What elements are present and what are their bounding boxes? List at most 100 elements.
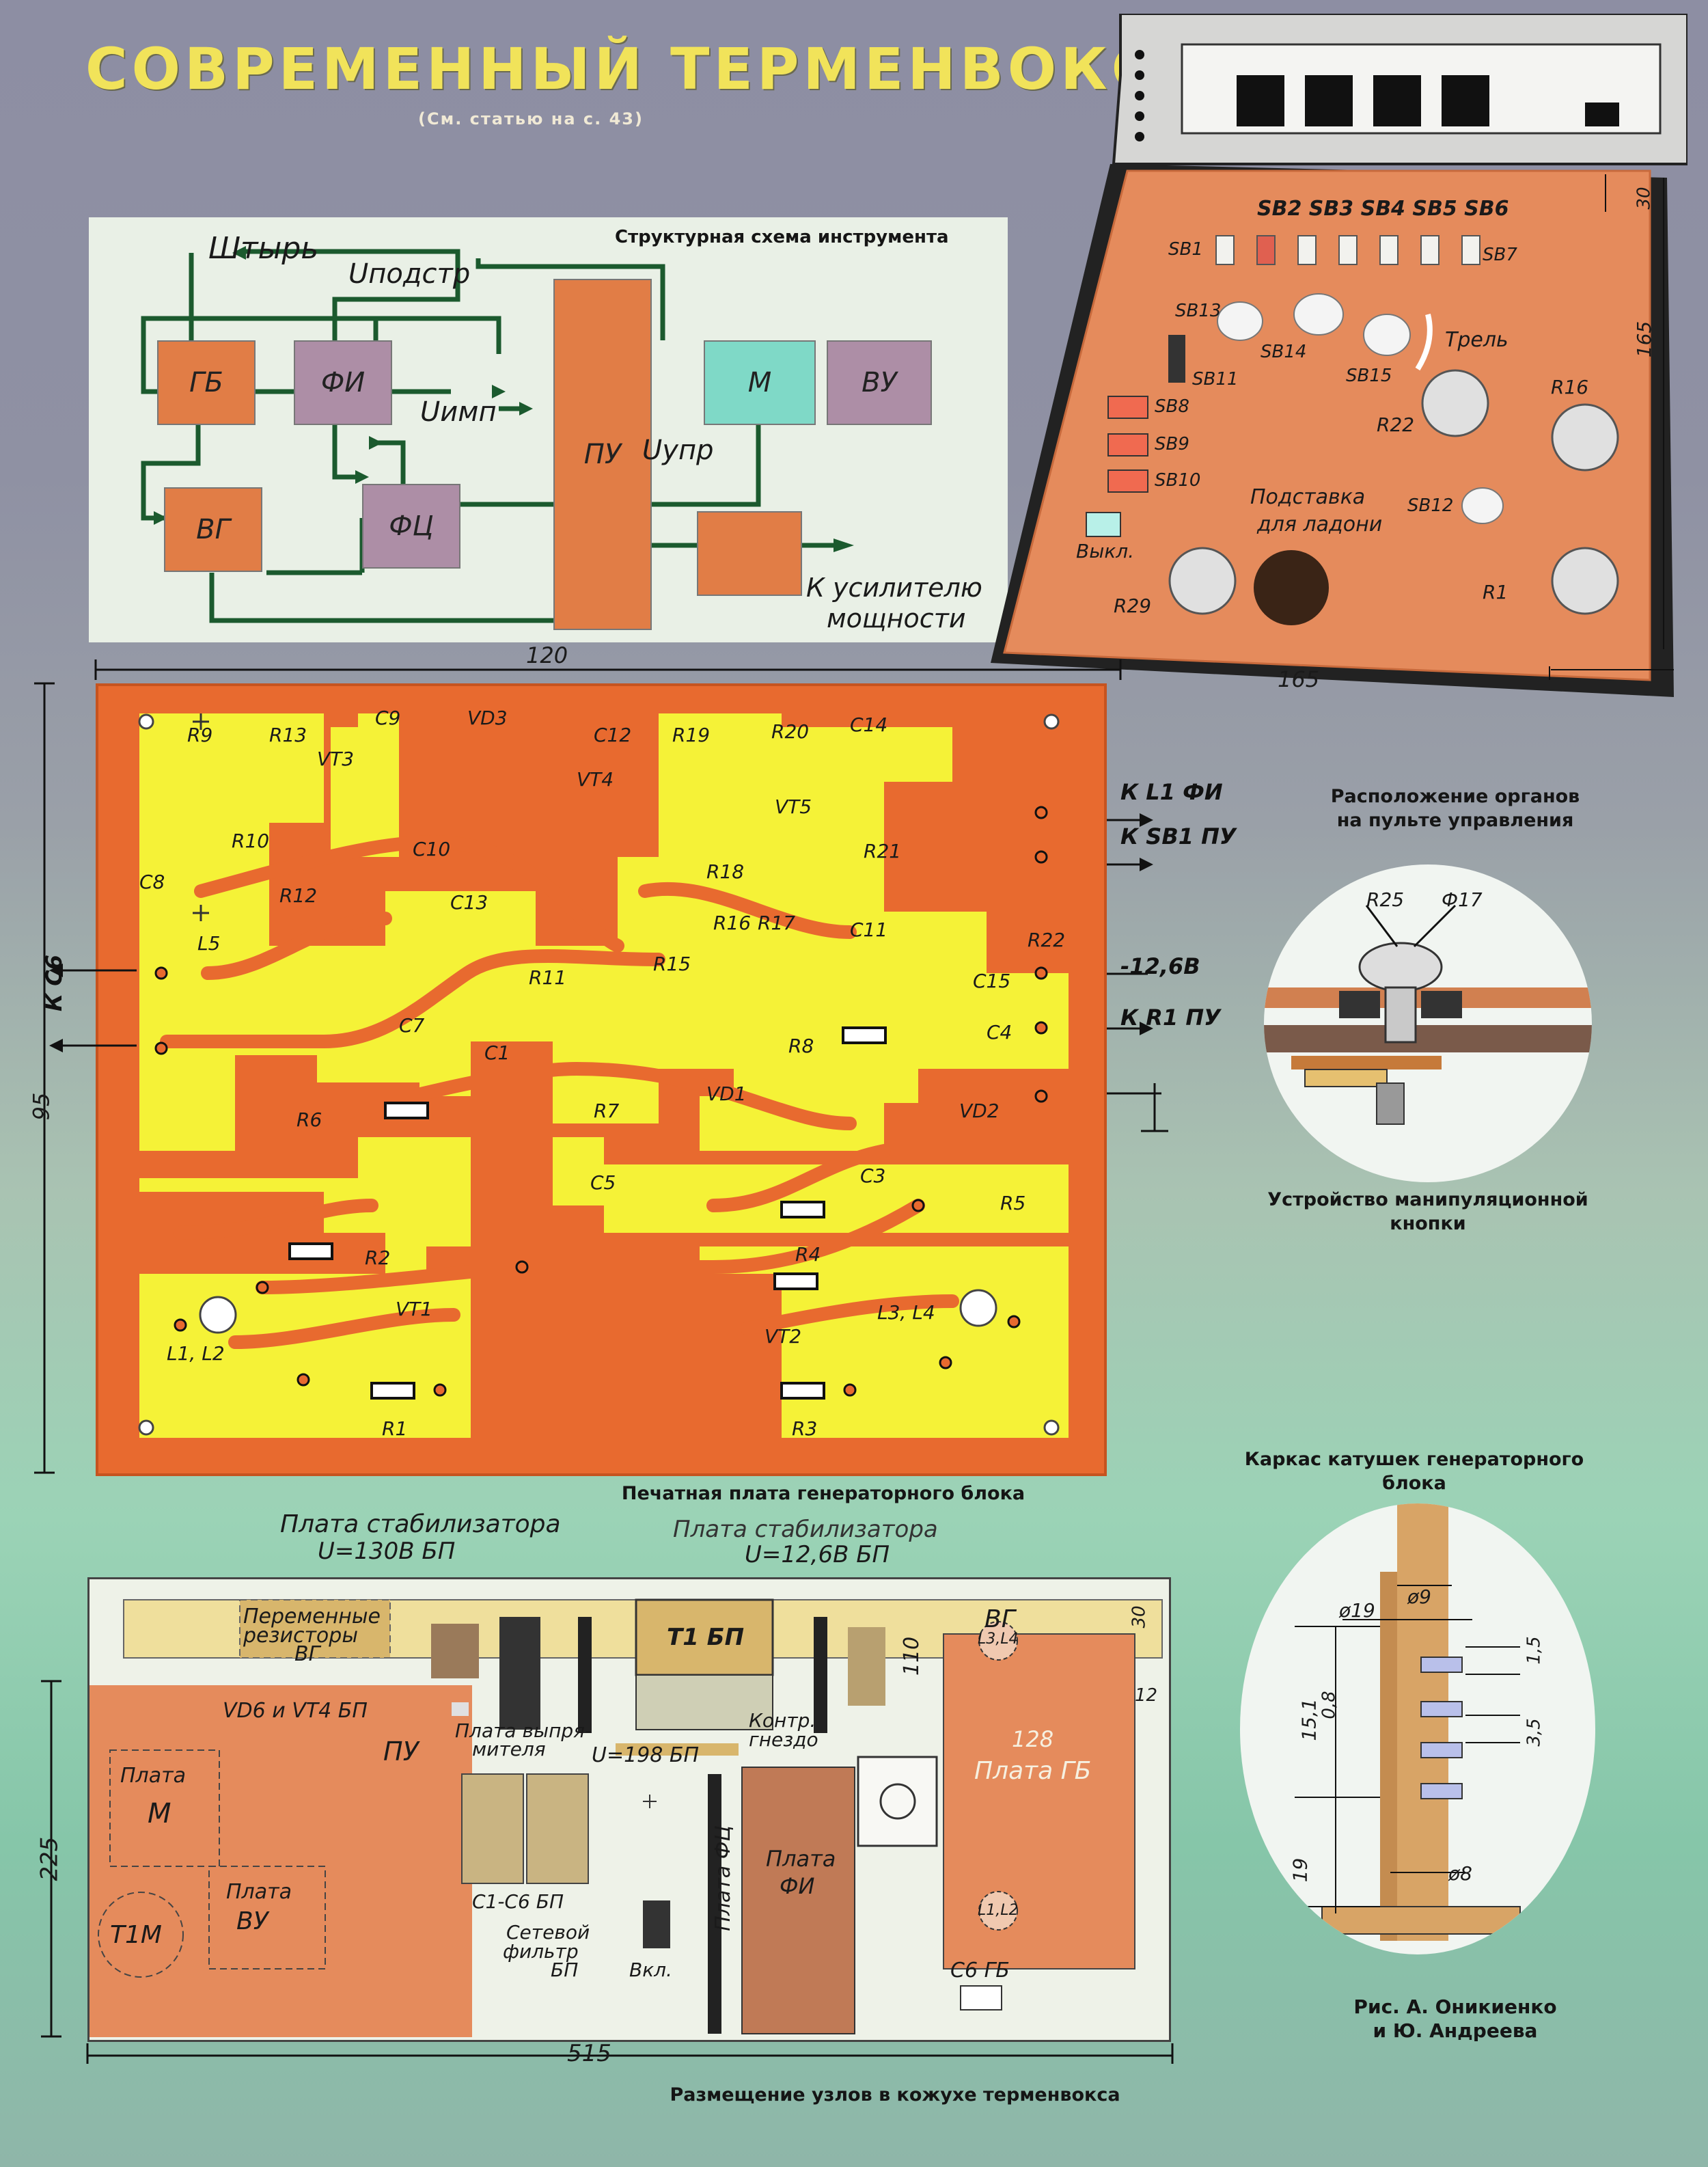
layout-board-vu-2: ВУ xyxy=(236,1907,268,1935)
layout-t1m: Т1М xyxy=(110,1921,162,1949)
pcb-part-label: C1 xyxy=(484,1041,510,1064)
layout-var-res-1: Переменные xyxy=(243,1605,381,1628)
layout-rect-1: Плата выпря- xyxy=(455,1719,592,1742)
pcb-part-label: R2 xyxy=(365,1246,391,1269)
label-sb7: SB7 xyxy=(1483,245,1517,265)
label-sb11: SB11 xyxy=(1192,369,1239,390)
layout-stab-126-1: Плата стабилизатора xyxy=(673,1516,938,1543)
label-sb12: SB12 xyxy=(1407,495,1454,516)
pcb-part-label: VT3 xyxy=(317,748,355,770)
layout-l3l4: L3,L4 xyxy=(978,1631,1019,1648)
block-pu: ПУ xyxy=(553,279,652,630)
layout-test-2: гнездо xyxy=(749,1728,818,1751)
console-caption-1: Расположение органов xyxy=(1330,786,1580,807)
layout-board-m-2: М xyxy=(148,1798,171,1829)
layout-c6gb: С6 ГБ xyxy=(950,1959,1010,1982)
label-sb9: SB9 xyxy=(1155,434,1189,454)
block-pu-label: ПУ xyxy=(583,439,622,470)
pcb-part-label: VT1 xyxy=(396,1298,433,1320)
credits-line-1: Рис. А. Оникиенко xyxy=(1353,1995,1557,2018)
dim-console-165-v: 165 xyxy=(1633,321,1656,358)
layout-filter-3: БП xyxy=(551,1959,579,1981)
coil-dim-0-8: 0,8 xyxy=(1319,1691,1340,1719)
button-detail-d17: Ф17 xyxy=(1442,888,1483,911)
pcb-part-label: VD2 xyxy=(959,1100,1000,1122)
pcb-part-label: VD1 xyxy=(706,1082,747,1105)
dim-console-165-h: 165 xyxy=(1278,666,1320,692)
pcb-artwork xyxy=(138,713,1069,1465)
pcb-part-label: R9 xyxy=(187,724,213,746)
layout-t1: Т1 БП xyxy=(667,1624,745,1651)
layout-stab-130-2: U=130В БП xyxy=(318,1538,456,1565)
layout-board-vu-1: Плата xyxy=(226,1880,292,1904)
layout-switch: Вкл. xyxy=(629,1959,672,1981)
pcb-part-label: R1 xyxy=(382,1417,408,1440)
block-fc: ФЦ xyxy=(362,484,460,569)
block-vg: ВГ xyxy=(164,487,262,572)
coil-dim-1-5: 1,5 xyxy=(1524,1636,1545,1665)
pcb-part-label: C10 xyxy=(413,838,451,860)
layout-stab-130-1: Плата стабилизатора xyxy=(280,1510,561,1538)
layout-dimension-lines xyxy=(41,1680,1174,2064)
connector-sb1-pu: К SB1 ПУ xyxy=(1120,823,1237,849)
layout-vg: ВГ xyxy=(984,1605,1015,1633)
block-m: М xyxy=(704,340,816,425)
block-diagram-caption: Структурная схема инструмента xyxy=(615,227,949,247)
pcb-part-label: VD3 xyxy=(467,707,508,729)
coil-detail-drawing xyxy=(1295,1503,1521,1941)
layout-var-res-2: резисторы xyxy=(243,1624,359,1648)
layout-drawing xyxy=(89,1598,1163,2037)
coil-dim-d8: ø8 xyxy=(1448,1862,1472,1885)
label-r16: R16 xyxy=(1551,376,1589,398)
pcb-part-label: R18 xyxy=(706,860,745,883)
signal-to-amp-2: мощности xyxy=(827,603,966,633)
label-r22: R22 xyxy=(1377,413,1415,436)
layout-caption: Размещение узлов в кожухе терменвокса xyxy=(670,2084,1120,2105)
button-detail-r25: R25 xyxy=(1366,888,1405,911)
layout-fi-board-1: Плата xyxy=(766,1846,836,1872)
layout-test-1: Контр. xyxy=(749,1709,816,1732)
pcb-part-label: C13 xyxy=(450,891,488,914)
button-detail-view: R25 Ф17 xyxy=(1264,864,1592,1182)
connector-r1-pu: К R1 ПУ xyxy=(1120,1005,1221,1031)
label-sb8: SB8 xyxy=(1155,396,1189,417)
layout-caps: С1-С6 БП xyxy=(472,1890,564,1913)
pcb-part-label: C12 xyxy=(594,724,632,746)
layout-stab-126-2: U=12,6В БП xyxy=(745,1541,890,1568)
label-off: Выкл. xyxy=(1076,540,1135,562)
coil-caption-1: Каркас катушек генераторного xyxy=(1244,1449,1584,1470)
signal-u-ctrl: Uупр xyxy=(642,435,714,466)
coil-dim-3-5: 3,5 xyxy=(1524,1718,1545,1747)
dim-console-30: 30 xyxy=(1634,187,1655,210)
layout-gb-board: Плата ГБ xyxy=(974,1757,1092,1785)
pcb-part-label: R11 xyxy=(529,966,567,989)
credits-line-2: и Ю. Андреева xyxy=(1373,2019,1538,2042)
button-detail-drawing xyxy=(1264,904,1592,1125)
label-sb15: SB15 xyxy=(1346,366,1392,386)
pcb-part-label: C7 xyxy=(399,1014,425,1037)
pcb-part-label: R15 xyxy=(653,953,691,975)
label-r1: R1 xyxy=(1483,581,1509,603)
coil-detail-view: ø19 ø9 1,5 0,8 15,1 3,5 ø8 19 xyxy=(1240,1503,1595,1954)
coil-caption-2: блока xyxy=(1382,1473,1446,1494)
layout-filter-1: Сетевой xyxy=(506,1921,590,1944)
layout-dim-515: 515 xyxy=(567,2040,611,2067)
pcb-part-label: R19 xyxy=(672,724,711,746)
layout-pu: ПУ xyxy=(383,1736,419,1767)
block-gb: ГБ xyxy=(157,340,256,425)
layout-l1l2: L1,L2 xyxy=(978,1902,1019,1919)
pcb-part-label: C11 xyxy=(850,918,888,941)
pcb-part-label: R17 xyxy=(758,912,796,934)
page-title: СОВРЕМЕННЫЙ ТЕРМЕНВОКС xyxy=(85,36,1158,103)
label-palm-1: Подставка xyxy=(1250,485,1366,509)
pcb-part-label: C15 xyxy=(973,970,1011,992)
layout-board-m-1: Плата xyxy=(120,1764,186,1788)
pcb-part-label: C14 xyxy=(850,713,888,736)
label-sb14: SB14 xyxy=(1261,342,1307,362)
pcb-dim-width: 120 xyxy=(526,642,568,668)
block-vu: ВУ xyxy=(827,340,932,425)
pcb-part-label: L3, L4 xyxy=(877,1301,935,1324)
signal-u-adjust: Uподстр xyxy=(348,258,471,290)
pcb-part-label: R7 xyxy=(594,1100,620,1122)
pcb-part-label: L1, L2 xyxy=(167,1342,225,1365)
